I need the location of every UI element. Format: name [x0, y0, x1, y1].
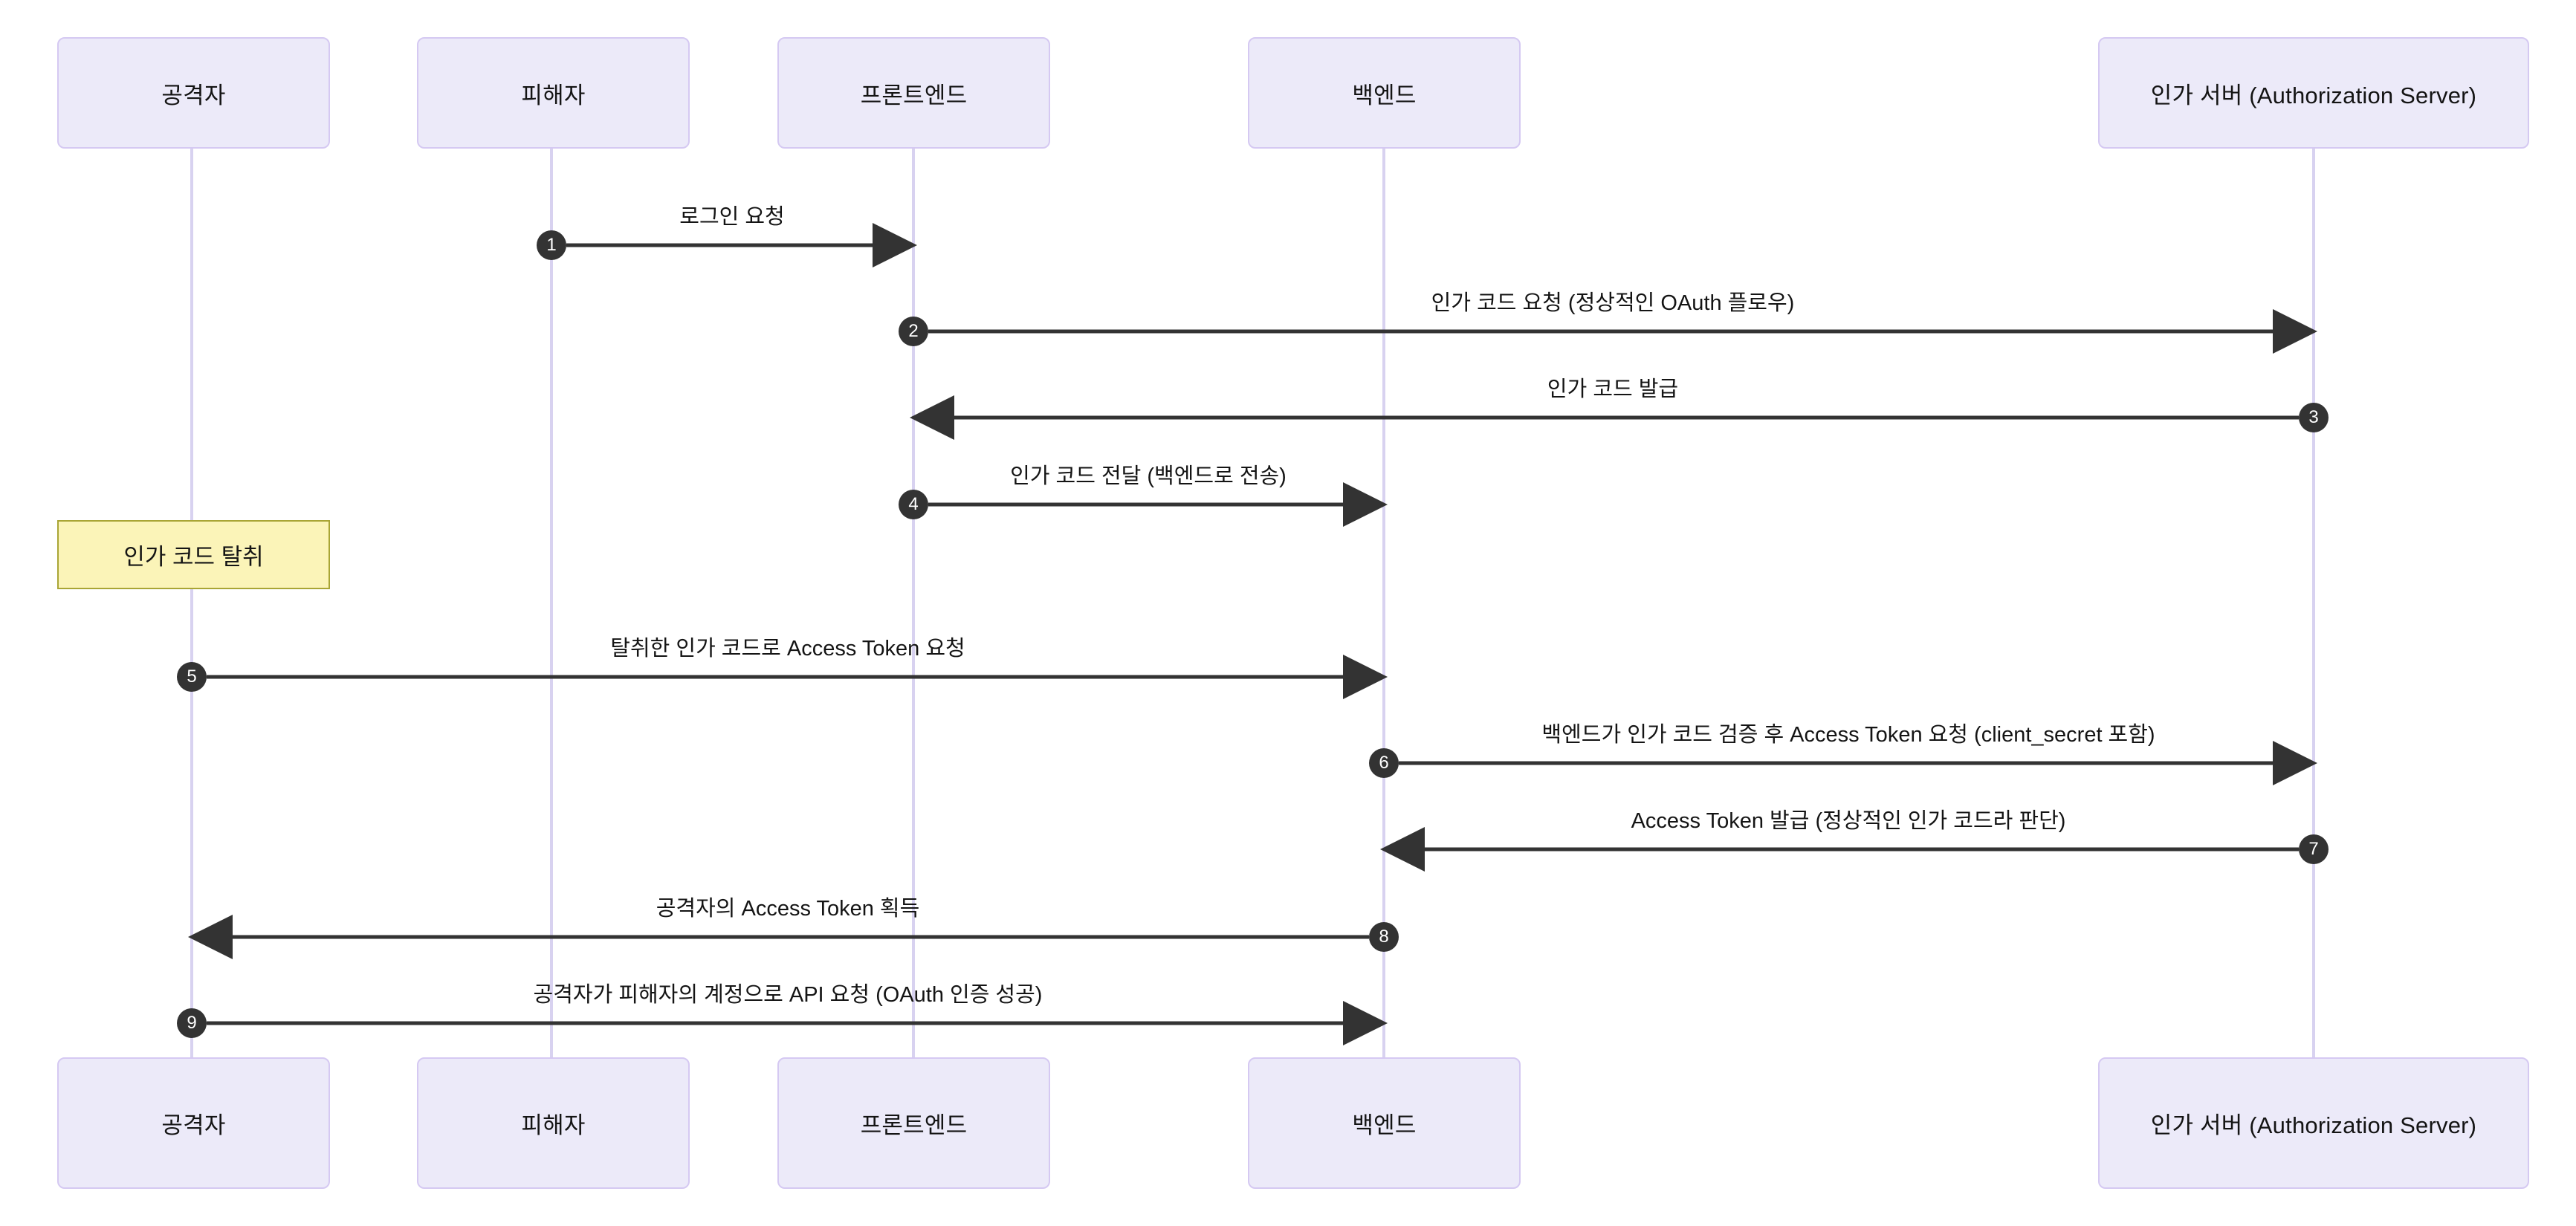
actor-label-attacker: 공격자 [161, 1112, 226, 1138]
sequence-badge-2: 2 [899, 317, 928, 346]
message-label-7: Access Token 발급 (정상적인 인가 코드라 판단) [1631, 809, 2066, 833]
actor-box-backend-top[interactable]: 백엔드 [1248, 37, 1521, 149]
actor-box-frontend-top[interactable]: 프론트엔드 [777, 37, 1050, 149]
message-arrows-group [188, 223, 2317, 1045]
message-label-3: 인가 코드 발급 [1547, 377, 1679, 401]
actor-label-frontend: 프론트엔드 [860, 1112, 968, 1138]
message-label-1: 로그인 요청 [679, 205, 785, 229]
actor-label-authserver: 인가 서버 (Authorization Server) [2150, 82, 2477, 108]
sequence-badge-9: 9 [177, 1008, 207, 1038]
actor-label-victim: 피해자 [521, 1112, 586, 1138]
sequence-badge-7: 7 [2299, 834, 2329, 864]
actor-box-authserver-top[interactable]: 인가 서버 (Authorization Server) [2098, 37, 2529, 149]
actor-box-victim-top[interactable]: 피해자 [417, 37, 690, 149]
actor-box-attacker-top[interactable]: 공격자 [57, 37, 330, 149]
sequence-badge-1: 1 [537, 230, 566, 260]
actor-label-frontend: 프론트엔드 [860, 82, 968, 108]
actor-label-victim: 피해자 [521, 82, 586, 108]
lifelines-group [190, 149, 2315, 1057]
sequence-badge-3: 3 [2299, 403, 2329, 432]
sequence-badge-5: 5 [177, 662, 207, 692]
actor-box-authserver-bottom[interactable]: 인가 서버 (Authorization Server) [2098, 1057, 2529, 1189]
actor-label-backend: 백엔드 [1352, 1112, 1417, 1138]
actor-box-backend-bottom[interactable]: 백엔드 [1248, 1057, 1521, 1189]
actor-label-attacker: 공격자 [161, 82, 226, 108]
actor-box-victim-bottom[interactable]: 피해자 [417, 1057, 690, 1189]
message-label-8: 공격자의 Access Token 획득 [656, 897, 920, 921]
actor-label-backend: 백엔드 [1352, 82, 1417, 108]
actor-box-frontend-bottom[interactable]: 프론트엔드 [777, 1057, 1050, 1189]
message-label-5: 탈취한 인가 코드로 Access Token 요청 [610, 637, 965, 661]
message-label-2: 인가 코드 요청 (정상적인 OAuth 플로우) [1431, 291, 1795, 315]
note-note-steal-code: 인가 코드 탈취 [57, 520, 330, 589]
sequence-badge-6: 6 [1369, 748, 1399, 778]
sequence-badge-8: 8 [1369, 922, 1399, 952]
message-label-6: 백엔드가 인가 코드 검증 후 Access Token 요청 (client_… [1541, 723, 2155, 747]
message-label-9: 공격자가 피해자의 계정으로 API 요청 (OAuth 인증 성공) [533, 983, 1043, 1007]
actor-box-attacker-bottom[interactable]: 공격자 [57, 1057, 330, 1189]
note-text: 인가 코드 탈취 [123, 544, 264, 570]
actor-label-authserver: 인가 서버 (Authorization Server) [2150, 1112, 2477, 1138]
sequence-badge-4: 4 [899, 490, 928, 519]
message-label-4: 인가 코드 전달 (백엔드로 전송) [1010, 464, 1287, 488]
